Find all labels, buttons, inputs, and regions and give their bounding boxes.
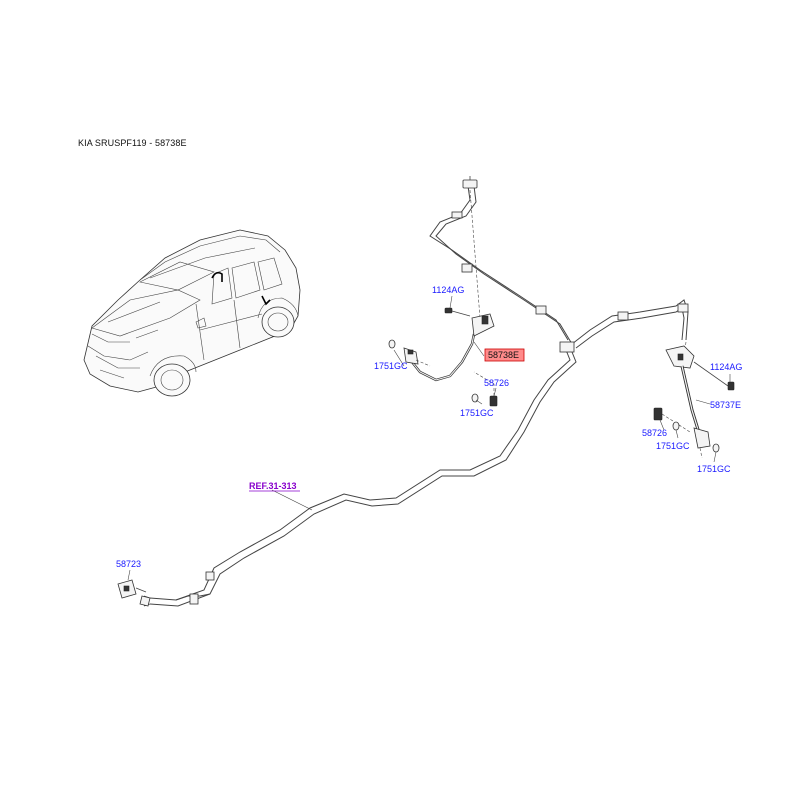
- label-bracket-58726-rear[interactable]: 58726: [642, 428, 667, 438]
- clip-1751gc-left[interactable]: [388, 339, 396, 349]
- label-hose-58737e[interactable]: 58737E: [710, 400, 741, 410]
- label-bracket-58726-front[interactable]: 58726: [484, 378, 509, 388]
- vehicle-illustration: [83, 229, 301, 397]
- diagram-title: KIA SRUSPF119 - 58738E: [78, 138, 187, 148]
- label-clip-1751gc-front[interactable]: 1751GC: [460, 408, 494, 418]
- leader-lines: [127, 295, 731, 581]
- label-bolt-1124ag-left[interactable]: 1124AG: [432, 285, 464, 295]
- bolt-1124ag-left[interactable]: [444, 307, 471, 317]
- connector-58723[interactable]: [117, 579, 151, 607]
- label-bolt-1124ag-right[interactable]: 1124AG: [710, 362, 742, 372]
- bracket-58726-front[interactable]: [473, 371, 498, 407]
- label-hose-58738e-highlight[interactable]: 58738E: [488, 350, 519, 360]
- rear-brake-hose[interactable]: [665, 345, 711, 459]
- highlight-box: [484, 348, 525, 362]
- label-clip-1751gc-rear-mid[interactable]: 1751GC: [656, 441, 690, 451]
- brake-pipes: [143, 176, 689, 607]
- label-clip-1751gc-rear-right[interactable]: 1751GC: [697, 464, 731, 474]
- label-ref[interactable]: REF.31-313: [249, 481, 297, 491]
- clip-1751gc-rear-mid[interactable]: [672, 421, 680, 431]
- label-connector-58723[interactable]: 58723: [116, 559, 141, 569]
- bolt-1124ag-right[interactable]: [693, 361, 735, 391]
- front-brake-hose[interactable]: [403, 313, 495, 382]
- label-clip-1751gc-left[interactable]: 1751GC: [374, 361, 408, 371]
- clip-1751gc-rear-right[interactable]: [712, 443, 720, 453]
